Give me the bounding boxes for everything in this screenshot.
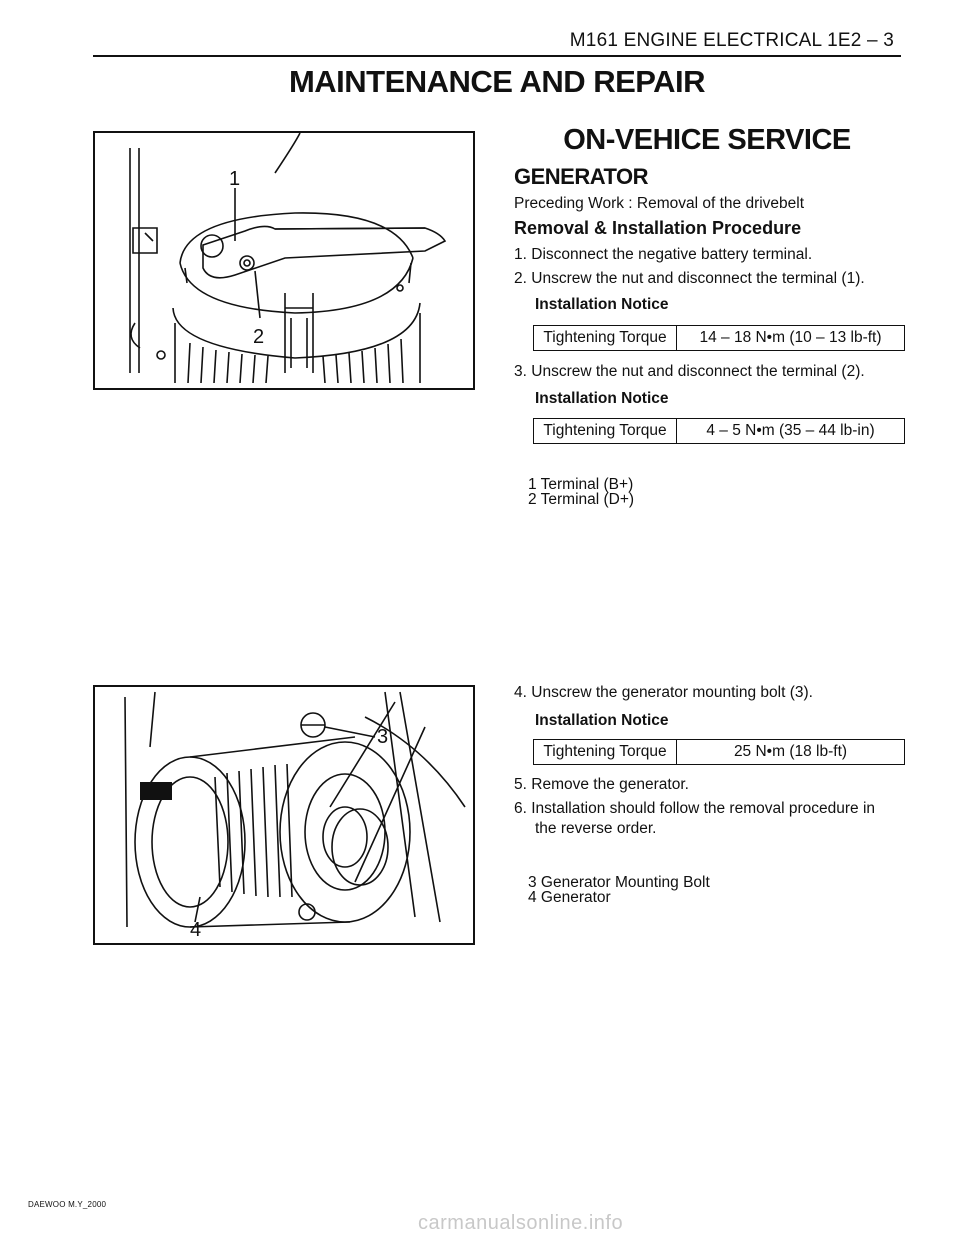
installation-notice-1: Installation Notice <box>535 296 669 313</box>
step-number: 6. <box>514 800 527 817</box>
step-6: 6. Installation should follow the remova… <box>514 799 904 839</box>
step-number: 5. <box>514 776 527 793</box>
step-text: Unscrew the nut and disconnect the termi… <box>531 270 865 287</box>
callout-3: 3 <box>377 726 388 748</box>
generator-terminals-illustration: 1 2 <box>129 133 447 384</box>
running-head: M161 ENGINE ELECTRICAL 1E2 – 3 <box>569 30 894 51</box>
step-3: 3. Unscrew the nut and disconnect the te… <box>514 362 865 382</box>
procedure-title: Removal & Installation Procedure <box>514 218 802 238</box>
torque-table-2: Tightening Torque 4 – 5 N•m (35 – 44 lb-… <box>533 418 905 444</box>
torque-label: Tightening Torque <box>533 418 677 444</box>
installation-notice-3: Installation Notice <box>535 712 669 729</box>
header-rule <box>93 55 901 57</box>
preceding-work: Preceding Work : Removal of the drivebel… <box>514 195 805 212</box>
legend-item: 2 Terminal (D+) <box>528 491 635 508</box>
torque-table-1: Tightening Torque 14 – 18 N•m (10 – 13 l… <box>533 325 905 351</box>
step-2: 2. Unscrew the nut and disconnect the te… <box>514 269 865 289</box>
step-number: 2. <box>514 270 527 287</box>
step-1: 1. Disconnect the negative battery termi… <box>514 245 812 265</box>
legend-figure-2: 3 Generator Mounting Bolt 4 Generator <box>528 874 710 906</box>
page-title: MAINTENANCE AND REPAIR <box>288 64 706 99</box>
legend-item: 4 Generator <box>528 889 611 906</box>
step-4: 4. Unscrew the generator mounting bolt (… <box>514 683 813 703</box>
footer-code: DAEWOO M.Y_2000 <box>28 1200 107 1209</box>
section-title: ON-VEHICE SERVICE <box>563 124 851 156</box>
callout-2: 2 <box>253 326 264 348</box>
step-number: 4. <box>514 684 527 701</box>
torque-label: Tightening Torque <box>533 325 677 351</box>
step-text: Unscrew the nut and disconnect the termi… <box>531 363 865 380</box>
callout-4: 4 <box>190 919 201 941</box>
step-number: 3. <box>514 363 527 380</box>
step-text: Disconnect the negative battery terminal… <box>531 246 813 263</box>
step-text: Installation should follow the removal p… <box>531 800 876 817</box>
torque-value: 14 – 18 N•m (10 – 13 lb-ft) <box>676 325 905 351</box>
step-number: 1. <box>514 246 527 263</box>
torque-value: 4 – 5 N•m (35 – 44 lb-in) <box>676 418 905 444</box>
figure-generator-mounting: 3 4 <box>93 685 475 945</box>
installation-notice-2: Installation Notice <box>535 390 669 407</box>
legend-figure-1: 1 Terminal (B+) 2 Terminal (D+) <box>528 476 635 508</box>
section-subtitle: GENERATOR <box>514 164 649 189</box>
legend-item: 1 Terminal (B+) <box>528 476 634 493</box>
generator-mounting-illustration: 3 4 <box>124 691 466 941</box>
torque-table-3: Tightening Torque 25 N•m (18 lb-ft) <box>533 739 905 765</box>
step-text: Remove the generator. <box>531 776 689 793</box>
torque-value: 25 N•m (18 lb-ft) <box>676 739 905 765</box>
step-5: 5. Remove the generator. <box>514 775 689 795</box>
torque-label: Tightening Torque <box>533 739 677 765</box>
watermark: carmanualsonline.info <box>418 1212 624 1234</box>
figure-generator-terminals: 1 2 <box>93 131 475 390</box>
step-text-continued: the reverse order. <box>535 820 657 837</box>
step-text: Unscrew the generator mounting bolt (3). <box>531 684 813 701</box>
callout-1: 1 <box>229 168 240 190</box>
legend-item: 3 Generator Mounting Bolt <box>528 874 710 891</box>
